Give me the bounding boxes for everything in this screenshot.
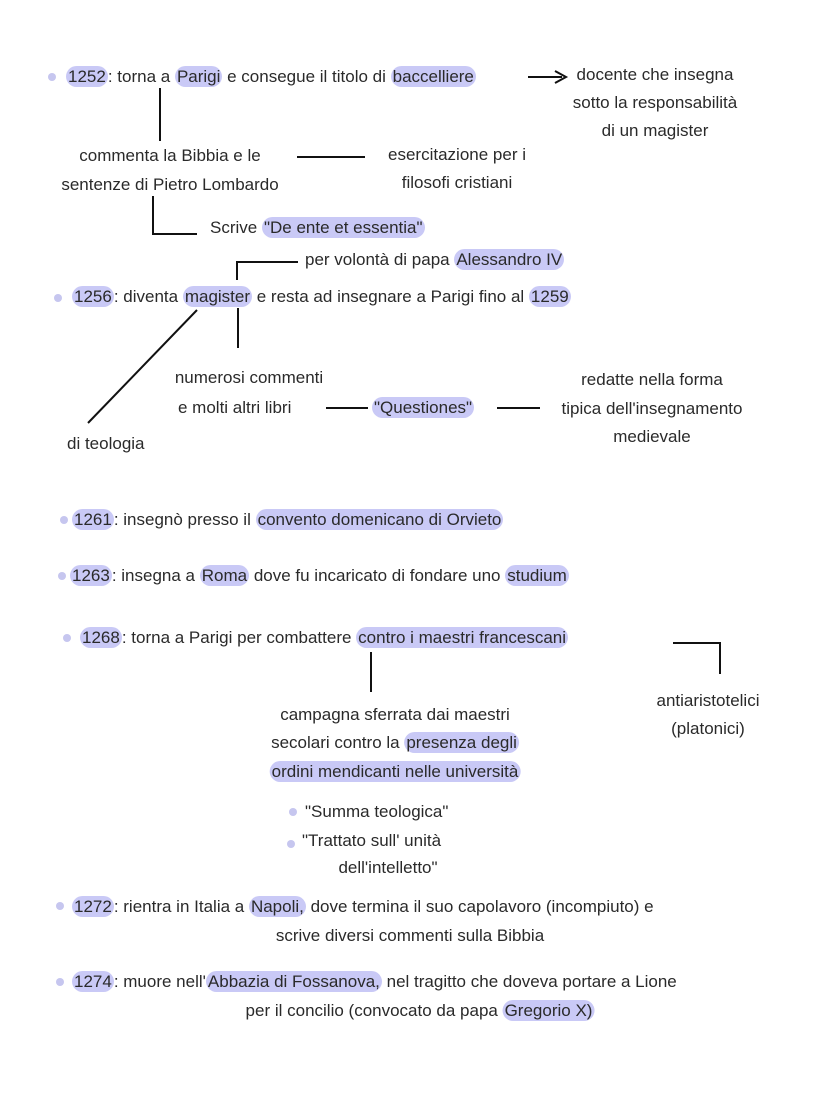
highlighted-text: magister xyxy=(182,286,253,307)
highlighted-text: presenza degli xyxy=(404,732,519,753)
bullet-icon xyxy=(54,294,62,302)
text-segment: : insegna a xyxy=(111,566,200,585)
esercitazione-line: filosofi cristiani xyxy=(401,173,513,192)
highlighted-text: ordini mendicanti nelle università xyxy=(269,761,521,782)
text-segment: secolari contro la xyxy=(271,733,405,752)
highlighted-text: 1272 xyxy=(72,896,114,917)
numerosi-line: e molti altri libri xyxy=(178,398,292,417)
docente-line: docente che insegna xyxy=(576,65,734,84)
volonta-papa: per volontà di papa Alessandro IV xyxy=(305,249,565,271)
highlighted-text: Gregorio X) xyxy=(502,1000,595,1021)
questiones: "Questiones" xyxy=(372,397,475,419)
highlighted-text: convento domenicano di Orvieto xyxy=(255,509,504,530)
campagna-line: campagna sferrata dai maestri xyxy=(280,704,510,726)
highlighted-text: 1268 xyxy=(80,627,122,648)
opera-summa: "Summa teologica" xyxy=(305,802,449,821)
numerosi-line: numerosi commenti xyxy=(174,368,324,387)
bullet-icon xyxy=(289,808,297,816)
entry-1261: 1261: insegnò presso il convento domenic… xyxy=(72,509,504,531)
bullet-icon xyxy=(56,902,64,910)
text-segment: : muore nell' xyxy=(113,972,206,991)
text-segment: dove fu incaricato di fondare uno xyxy=(249,566,506,585)
entry-1268: 1268: torna a Parigi per combattere cont… xyxy=(80,627,569,649)
highlighted-text: Roma xyxy=(199,565,250,586)
antiaristotelici-line: antiaristotelici xyxy=(656,691,760,710)
text-segment: : diventa xyxy=(113,287,183,306)
highlighted-text: 1261 xyxy=(72,509,114,530)
redatte-line: tipica dell'insegnamento xyxy=(561,399,743,418)
text-segment: per il concilio (convocato da papa xyxy=(245,1001,503,1020)
highlighted-text: 1274 xyxy=(72,971,114,992)
entry-1274-cont: per il concilio (convocato da papa Grego… xyxy=(246,1000,595,1022)
highlighted-text: Napoli, xyxy=(248,896,306,917)
text-segment: : insegnò presso il xyxy=(113,510,256,529)
commenta-line: commenta la Bibbia e le xyxy=(79,146,261,165)
highlighted-text: Alessandro IV xyxy=(454,249,565,270)
text-segment: dove termina il suo capolavoro (incompiu… xyxy=(305,897,654,916)
entry-1252: 1252: torna a Parigi e consegue il titol… xyxy=(66,66,476,88)
highlighted-text: 1256 xyxy=(72,286,114,307)
highlighted-text: "Questiones" xyxy=(372,397,475,418)
highlighted-text: "De ente et essentia" xyxy=(261,217,425,238)
text-segment: : torna a Parigi per combattere xyxy=(121,628,357,647)
text-segment: e resta ad insegnare a Parigi fino al xyxy=(252,287,529,306)
docente-line: di un magister xyxy=(601,121,709,140)
entry-1272: 1272: rientra in Italia a Napoli, dove t… xyxy=(72,896,654,918)
scrive-de-ente: Scrive "De ente et essentia" xyxy=(210,217,425,239)
antiaristotelici-line: (platonici) xyxy=(671,719,745,738)
opera-trattato-cont: dell'intelletto" xyxy=(338,858,438,877)
docente-line: sotto la responsabilità xyxy=(572,93,738,112)
highlighted-text: baccelliere xyxy=(390,66,476,87)
bullet-icon xyxy=(56,978,64,986)
opera-trattato: "Trattato sull' unità xyxy=(302,831,442,850)
bullet-icon xyxy=(48,73,56,81)
text-segment: : rientra in Italia a xyxy=(113,897,249,916)
text-segment: Scrive xyxy=(210,218,262,237)
highlighted-text: Abbazia di Fossanova, xyxy=(205,971,382,992)
bullet-icon xyxy=(60,516,68,524)
bullet-icon xyxy=(58,572,66,580)
highlighted-text: 1252 xyxy=(66,66,108,87)
bullet-icon xyxy=(63,634,71,642)
text-segment: campagna sferrata dai maestri xyxy=(280,705,510,724)
campagna-line: secolari contro la presenza degli xyxy=(271,732,519,754)
highlighted-text: studium xyxy=(505,565,569,586)
text-segment: : torna a xyxy=(107,67,175,86)
commenta-line: sentenze di Pietro Lombardo xyxy=(61,175,279,194)
highlighted-text: contro i maestri francescani xyxy=(356,627,569,648)
highlighted-text: 1263 xyxy=(70,565,112,586)
text-segment: per volontà di papa xyxy=(305,250,455,269)
entry-1256: 1256: diventa magister e resta ad insegn… xyxy=(72,286,571,308)
arrow-head-icon xyxy=(554,70,569,84)
redatte-line: medievale xyxy=(613,427,691,446)
di-teologia: di teologia xyxy=(67,434,145,453)
entry-1272-cont: scrive diversi commenti sulla Bibbia xyxy=(275,926,545,945)
entry-1274: 1274: muore nell'Abbazia di Fossanova, n… xyxy=(72,971,677,993)
highlighted-text: Parigi xyxy=(174,66,223,87)
bullet-icon xyxy=(287,840,295,848)
text-segment: nel tragitto che doveva portare a Lione xyxy=(381,972,677,991)
campagna-line: ordini mendicanti nelle università xyxy=(269,761,521,783)
text-segment: e consegue il titolo di xyxy=(222,67,391,86)
highlighted-text: 1259 xyxy=(528,286,571,307)
esercitazione-line: esercitazione per i xyxy=(388,145,526,164)
redatte-line: redatte nella forma xyxy=(581,370,723,389)
entry-1263: 1263: insegna a Roma dove fu incaricato … xyxy=(70,565,569,587)
